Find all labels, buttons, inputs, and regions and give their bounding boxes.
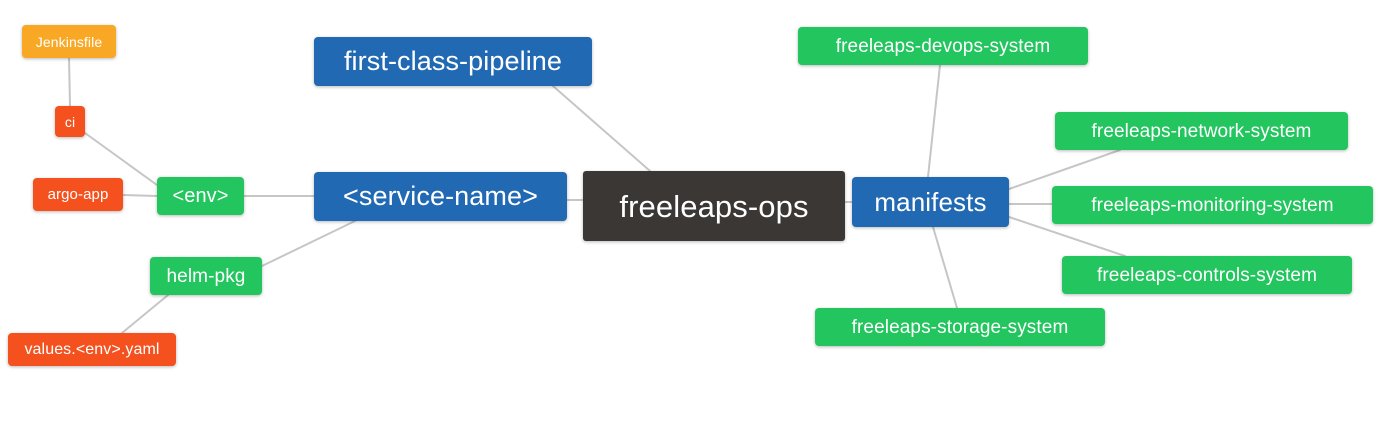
node-argo-app[interactable]: argo-app bbox=[33, 178, 123, 211]
node-ci[interactable]: ci bbox=[55, 106, 85, 137]
edge-manifests-to-network-system bbox=[1008, 149, 1121, 190]
node-monitoring-system[interactable]: freeleaps-monitoring-system bbox=[1052, 186, 1373, 224]
node-env[interactable]: <env> bbox=[157, 177, 244, 215]
node-values-yaml[interactable]: values.<env>.yaml bbox=[8, 333, 176, 366]
edge-jenkinsfile-to-ci bbox=[68, 57, 71, 107]
edge-argo-app-to-env bbox=[122, 194, 158, 197]
edge-first-class-pipeline-to-freeleaps-ops bbox=[552, 85, 651, 172]
node-manifests[interactable]: manifests bbox=[852, 177, 1009, 227]
node-service-name[interactable]: <service-name> bbox=[314, 172, 567, 221]
edge-helm-pkg-to-values-yaml bbox=[121, 294, 169, 334]
node-helm-pkg[interactable]: helm-pkg bbox=[150, 257, 262, 295]
node-devops-system[interactable]: freeleaps-devops-system bbox=[798, 27, 1088, 65]
node-network-system[interactable]: freeleaps-network-system bbox=[1055, 112, 1348, 150]
node-first-class-pipeline[interactable]: first-class-pipeline bbox=[314, 37, 592, 86]
node-controls-system[interactable]: freeleaps-controls-system bbox=[1062, 256, 1352, 294]
edge-manifests-to-storage-system bbox=[932, 226, 958, 309]
node-storage-system[interactable]: freeleaps-storage-system bbox=[815, 308, 1105, 346]
node-freeleaps-ops[interactable]: freeleaps-ops bbox=[583, 171, 845, 241]
edge-service-name-to-helm-pkg bbox=[261, 220, 356, 267]
node-jenkinsfile[interactable]: Jenkinsfile bbox=[22, 25, 116, 58]
edge-manifests-to-devops-system bbox=[927, 64, 941, 178]
